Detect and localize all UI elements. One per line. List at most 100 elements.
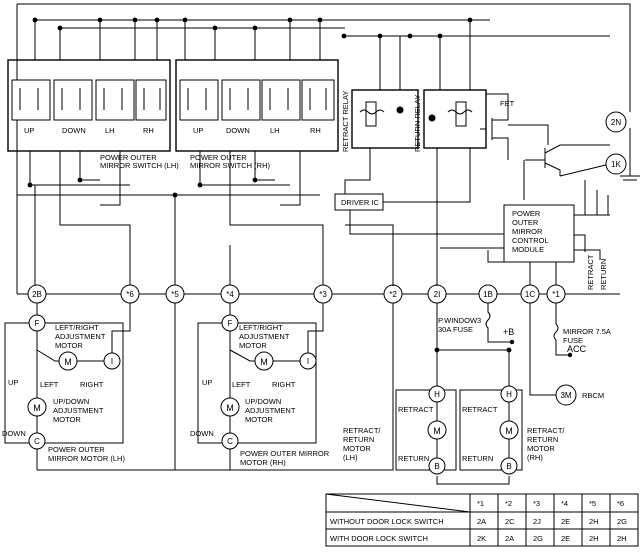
lh-left-label: LEFT (40, 380, 59, 389)
connector-2i-label: 2I (434, 290, 441, 299)
fet: FET (480, 93, 549, 160)
connector-6-label: *6 (126, 290, 134, 299)
retract-rh-return: RETURN (462, 454, 493, 463)
acc-label: ACC (567, 344, 587, 354)
rh-up-label: UP (202, 378, 212, 387)
module-return-label: RETURN (599, 259, 608, 290)
table-cell-0-5: 2G (617, 517, 627, 526)
rh-btn-rh: RH (310, 126, 321, 135)
retract-lh-retract: RETRACT (398, 405, 434, 414)
table-header-1: *1 (477, 499, 484, 508)
rh-down-label: DOWN (190, 429, 214, 438)
table-cell-1-2: 2G (533, 534, 543, 543)
retract-lh-return: RETURN (398, 454, 429, 463)
lh-btn-lh: LH (105, 126, 115, 135)
connector-1k (605, 153, 627, 175)
lh-down-label: DOWN (2, 429, 26, 438)
module-retract-label: RETRACT (586, 254, 595, 290)
ud-motor-lh-symbol: M (33, 403, 41, 413)
table-cell-0-1: 2C (505, 517, 515, 526)
return-relay-label: RETURN RELAY (413, 95, 422, 152)
table-row-0-label: WITHOUT DOOR LOCK SWITCH (330, 517, 444, 526)
upper-verticals (345, 148, 438, 286)
b-plus-label: +B (503, 327, 514, 337)
rh-btn-up: UP (193, 126, 203, 135)
connector-5-label: *5 (171, 290, 179, 299)
lh-right-label: RIGHT (80, 380, 104, 389)
retract-rh-retract: RETRACT (462, 405, 498, 414)
connector-2n-label: 2N (611, 118, 621, 127)
table-header-3: *3 (533, 499, 540, 508)
conn-i-rh-label: I (307, 357, 309, 366)
conn-f-lh-label: F (35, 319, 40, 328)
connector-1c-label: 1C (525, 290, 535, 299)
table-header-4: *4 (561, 499, 568, 508)
rh-btn-lh: LH (270, 126, 280, 135)
return-relay: RETURN RELAY (413, 20, 487, 152)
table-cell-0-4: 2H (589, 517, 599, 526)
ud-motor-rh-symbol: M (226, 403, 234, 413)
switch-dots (27, 17, 512, 353)
table-cell-1-0: 2K (477, 534, 486, 543)
retract-relay-label: RETRACT RELAY (341, 91, 350, 152)
table-cell-1-4: 2H (589, 534, 599, 543)
conn-c-rh-label: C (227, 437, 233, 446)
connector-3m (555, 384, 577, 406)
table-cell-0-3: 2E (561, 517, 570, 526)
connector-1b-label: 1B (483, 290, 493, 299)
fet-label: FET (500, 99, 515, 108)
table-header-2: *2 (505, 499, 512, 508)
connector-4-label: *4 (226, 290, 234, 299)
control-module-box (503, 204, 575, 263)
conn-h-lh-label: H (434, 390, 440, 399)
transistor (523, 128, 640, 200)
retract-motor-rh-symbol: M (505, 426, 513, 436)
connector-2n (605, 111, 627, 133)
lh-btn-rh: RH (143, 126, 154, 135)
connector-table: *1 *2 *3 *4 *5 *6 WITHOUT DOOR LOCK SWIT… (325, 493, 639, 547)
table-cell-1-1: 2A (505, 534, 514, 543)
table-row-1-label: WITH DOOR LOCK SWITCH (330, 534, 428, 543)
switch-wires (17, 20, 324, 286)
lr-motor-rh-symbol: M (260, 357, 268, 367)
connector-2-label: *2 (389, 290, 397, 299)
conn-h-rh-label: H (506, 390, 512, 399)
conn-c-lh-label: C (34, 437, 40, 446)
module-resistors (440, 180, 610, 286)
conn-b-rh-label: B (506, 462, 511, 471)
driver-ic-wires (344, 148, 504, 235)
retract-relay: RETRACT RELAY (341, 36, 419, 152)
lh-btn-up: UP (24, 126, 34, 135)
connector-1-label: *1 (552, 290, 560, 299)
rh-right-label: RIGHT (272, 380, 296, 389)
table-cell-0-0: 2A (477, 517, 486, 526)
rh-btn-down: DOWN (226, 126, 250, 135)
rbcm-label: RBCM (582, 391, 604, 400)
conn-b-lh-label: B (434, 462, 439, 471)
conn-i-lh-label: I (111, 357, 113, 366)
connector-3-label: *3 (319, 290, 327, 299)
connector-3m-label: 3M (560, 391, 571, 400)
table-cell-1-5: 2H (617, 534, 627, 543)
lh-up-label: UP (8, 378, 18, 387)
table-cell-1-3: 2E (561, 534, 570, 543)
connector-2b-label: 2B (32, 290, 42, 299)
lh-btn-down: DOWN (62, 126, 86, 135)
